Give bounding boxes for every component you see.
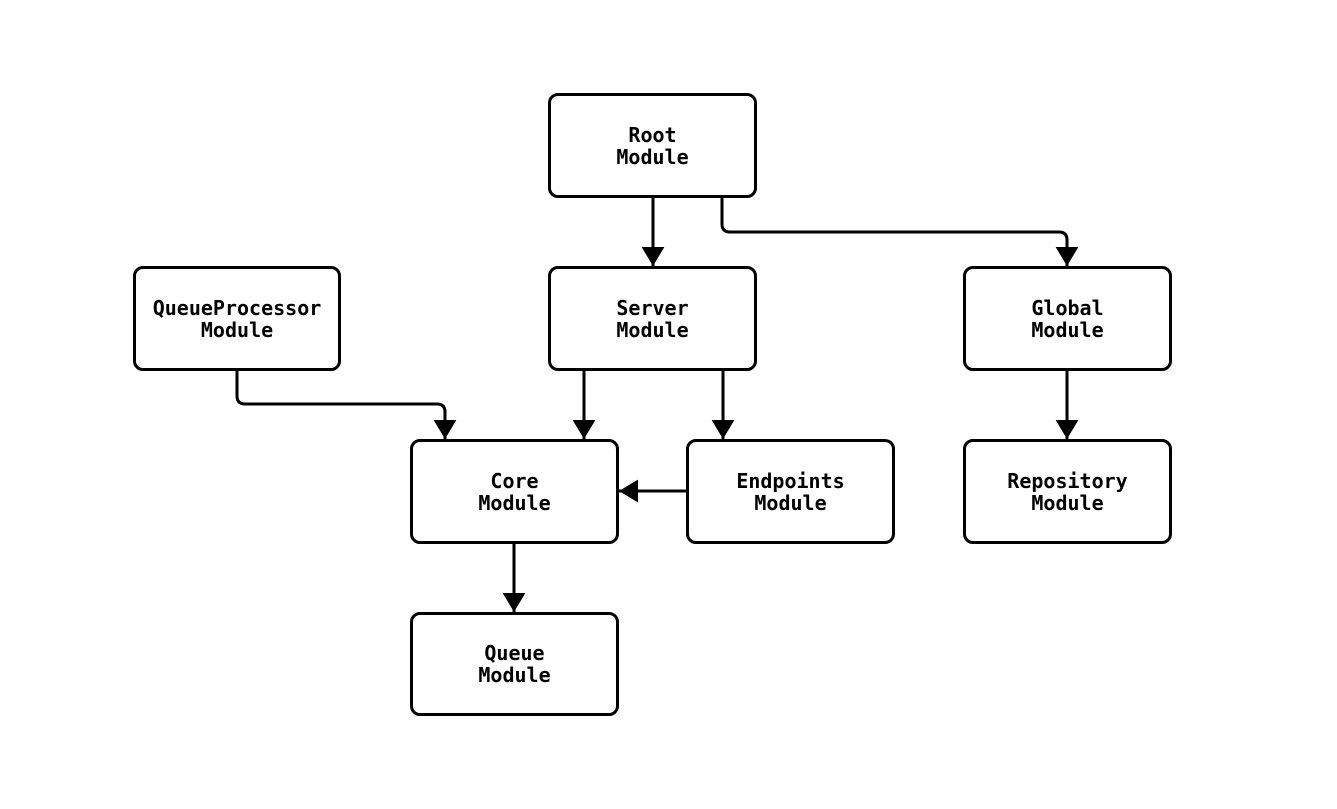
node-label-line: Module (1031, 490, 1104, 515)
node-label-line: Repository (1007, 468, 1128, 493)
node-label-line: Module (754, 490, 827, 515)
node-label-line: Module (616, 317, 689, 342)
edge-queueprocessor-to-core (235, 371, 457, 439)
edge-root-to-global (720, 198, 1079, 266)
node-label-line: Module (478, 490, 551, 515)
node-label-line: Core (490, 468, 539, 493)
node-label-line: Module (616, 144, 689, 169)
node-label-line: Server (616, 295, 689, 320)
node-label-line: QueueProcessor (152, 295, 322, 320)
node-label-line: Module (478, 663, 551, 687)
node-label-line: Root (628, 122, 677, 147)
node-label-line: Module (1031, 317, 1104, 342)
node-label-line: Global (1031, 295, 1104, 320)
node-label-line: Module (200, 317, 274, 342)
node-label-line: Queue (484, 641, 545, 665)
node-label-line: Endpoints (736, 468, 845, 493)
